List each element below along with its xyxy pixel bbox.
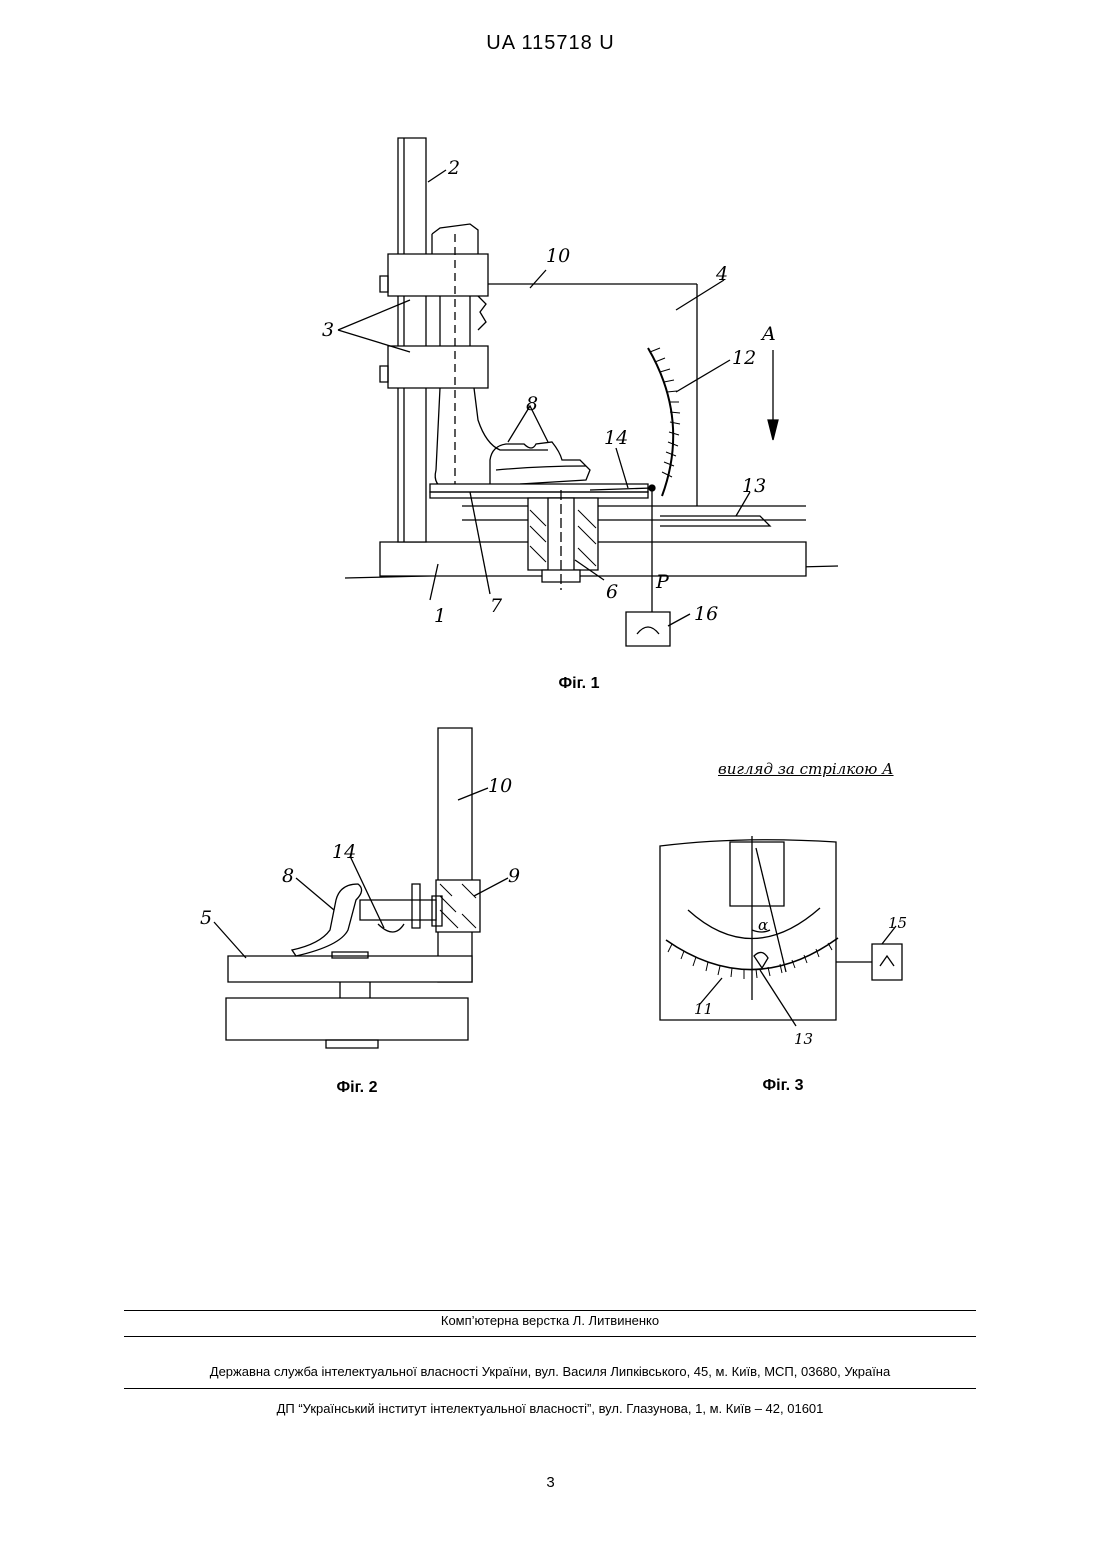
- fig3-label: 15: [888, 914, 907, 932]
- footer-rule-top: [124, 1310, 976, 1311]
- footer-rule-bottom: [124, 1388, 976, 1389]
- footer-rule-middle: [124, 1336, 976, 1337]
- institute-line: ДП “Український інститут інтелектуальної…: [124, 1401, 976, 1416]
- fig3-label: 11: [694, 1000, 713, 1018]
- figure-3-drawing: 15 α 11 13: [0, 0, 1101, 1100]
- layout-credit: Комп’ютерна верстка Л. Литвиненко: [124, 1313, 976, 1328]
- office-line: Державна служба інтелектуальної власност…: [124, 1364, 976, 1379]
- fig3-label: 13: [794, 1030, 813, 1048]
- figure-3-caption: Фіг. 3: [723, 1077, 843, 1095]
- page-number: 3: [0, 1474, 1101, 1491]
- fig3-label: α: [758, 916, 768, 934]
